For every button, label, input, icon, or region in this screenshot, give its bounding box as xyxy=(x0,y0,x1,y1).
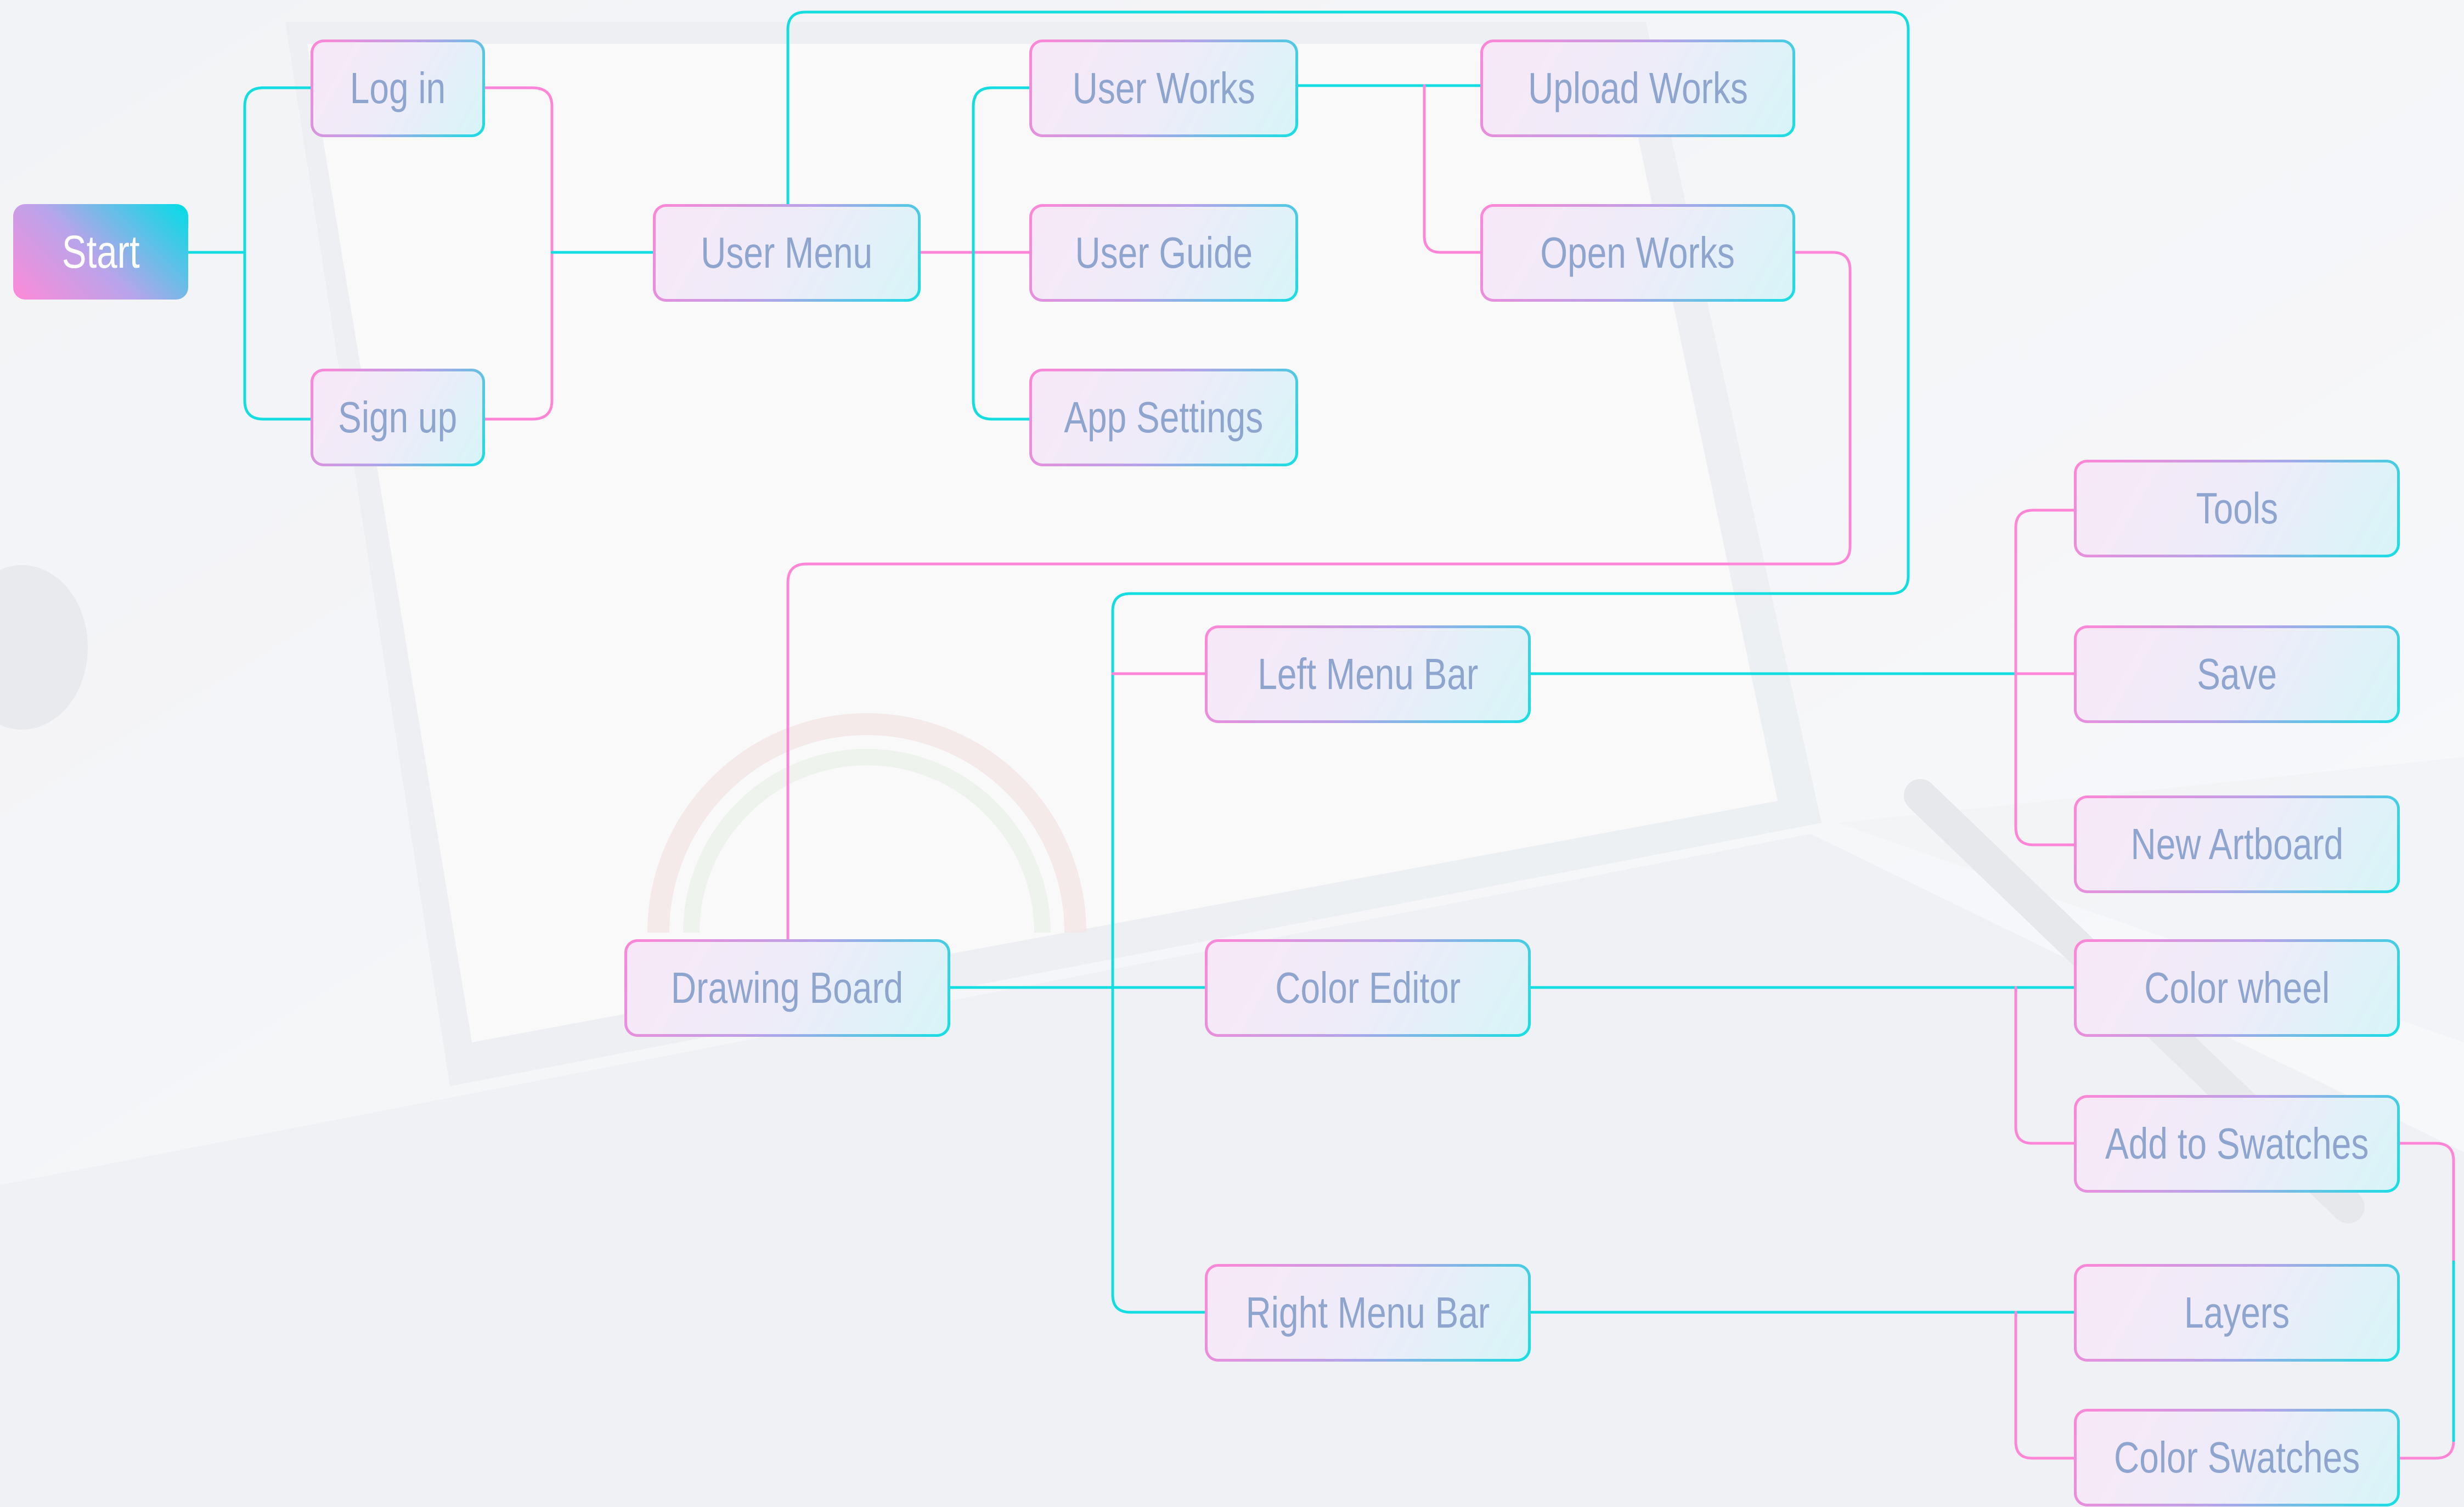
signup-node[interactable]: Sign up xyxy=(311,369,485,466)
left-menu-bar-label: Left Menu Bar xyxy=(1258,650,1478,698)
start-node[interactable]: Start xyxy=(13,204,188,300)
layers-label: Layers xyxy=(2184,1288,2290,1337)
login-node[interactable]: Log in xyxy=(311,39,485,137)
signup-label: Sign up xyxy=(338,393,458,442)
app-settings-node[interactable]: App Settings xyxy=(1029,369,1298,466)
open-works-node[interactable]: Open Works xyxy=(1480,204,1795,302)
new-artboard-label: New Artboard xyxy=(2130,820,2343,868)
user-menu-node[interactable]: User Menu xyxy=(653,204,921,302)
upload-works-node[interactable]: Upload Works xyxy=(1480,39,1795,137)
color-swatches-label: Color Swatches xyxy=(2113,1433,2360,1482)
color-editor-node[interactable]: Color Editor xyxy=(1205,939,1531,1037)
drawing-board-label: Drawing Board xyxy=(671,963,904,1012)
user-works-node[interactable]: User Works xyxy=(1029,39,1298,137)
open-works-label: Open Works xyxy=(1540,228,1735,277)
tools-label: Tools xyxy=(2196,484,2278,533)
user-guide-label: User Guide xyxy=(1075,228,1253,277)
drawing-board-node[interactable]: Drawing Board xyxy=(624,939,950,1037)
save-node[interactable]: Save xyxy=(2074,625,2400,723)
color-wheel-label: Color wheel xyxy=(2144,963,2330,1012)
color-wheel-node[interactable]: Color wheel xyxy=(2074,939,2400,1037)
upload-works-label: Upload Works xyxy=(1527,64,1748,112)
user-works-label: User Works xyxy=(1072,64,1255,112)
color-swatches-node[interactable]: Color Swatches xyxy=(2074,1409,2400,1506)
tools-node[interactable]: Tools xyxy=(2074,460,2400,557)
right-menu-bar-node[interactable]: Right Menu Bar xyxy=(1205,1264,1531,1362)
layers-node[interactable]: Layers xyxy=(2074,1264,2400,1362)
login-label: Log in xyxy=(349,64,446,112)
user-menu-label: User Menu xyxy=(701,228,873,277)
left-menu-bar-node[interactable]: Left Menu Bar xyxy=(1205,625,1531,723)
color-editor-label: Color Editor xyxy=(1275,963,1461,1012)
save-label: Save xyxy=(2197,650,2277,698)
add-to-swatches-node[interactable]: Add to Swatches xyxy=(2074,1095,2400,1193)
app-settings-label: App Settings xyxy=(1064,393,1264,442)
user-guide-node[interactable]: User Guide xyxy=(1029,204,1298,302)
right-menu-bar-label: Right Menu Bar xyxy=(1245,1288,1490,1337)
add-to-swatches-label: Add to Swatches xyxy=(2105,1119,2369,1168)
new-artboard-node[interactable]: New Artboard xyxy=(2074,795,2400,893)
start-label: Start xyxy=(61,225,140,278)
